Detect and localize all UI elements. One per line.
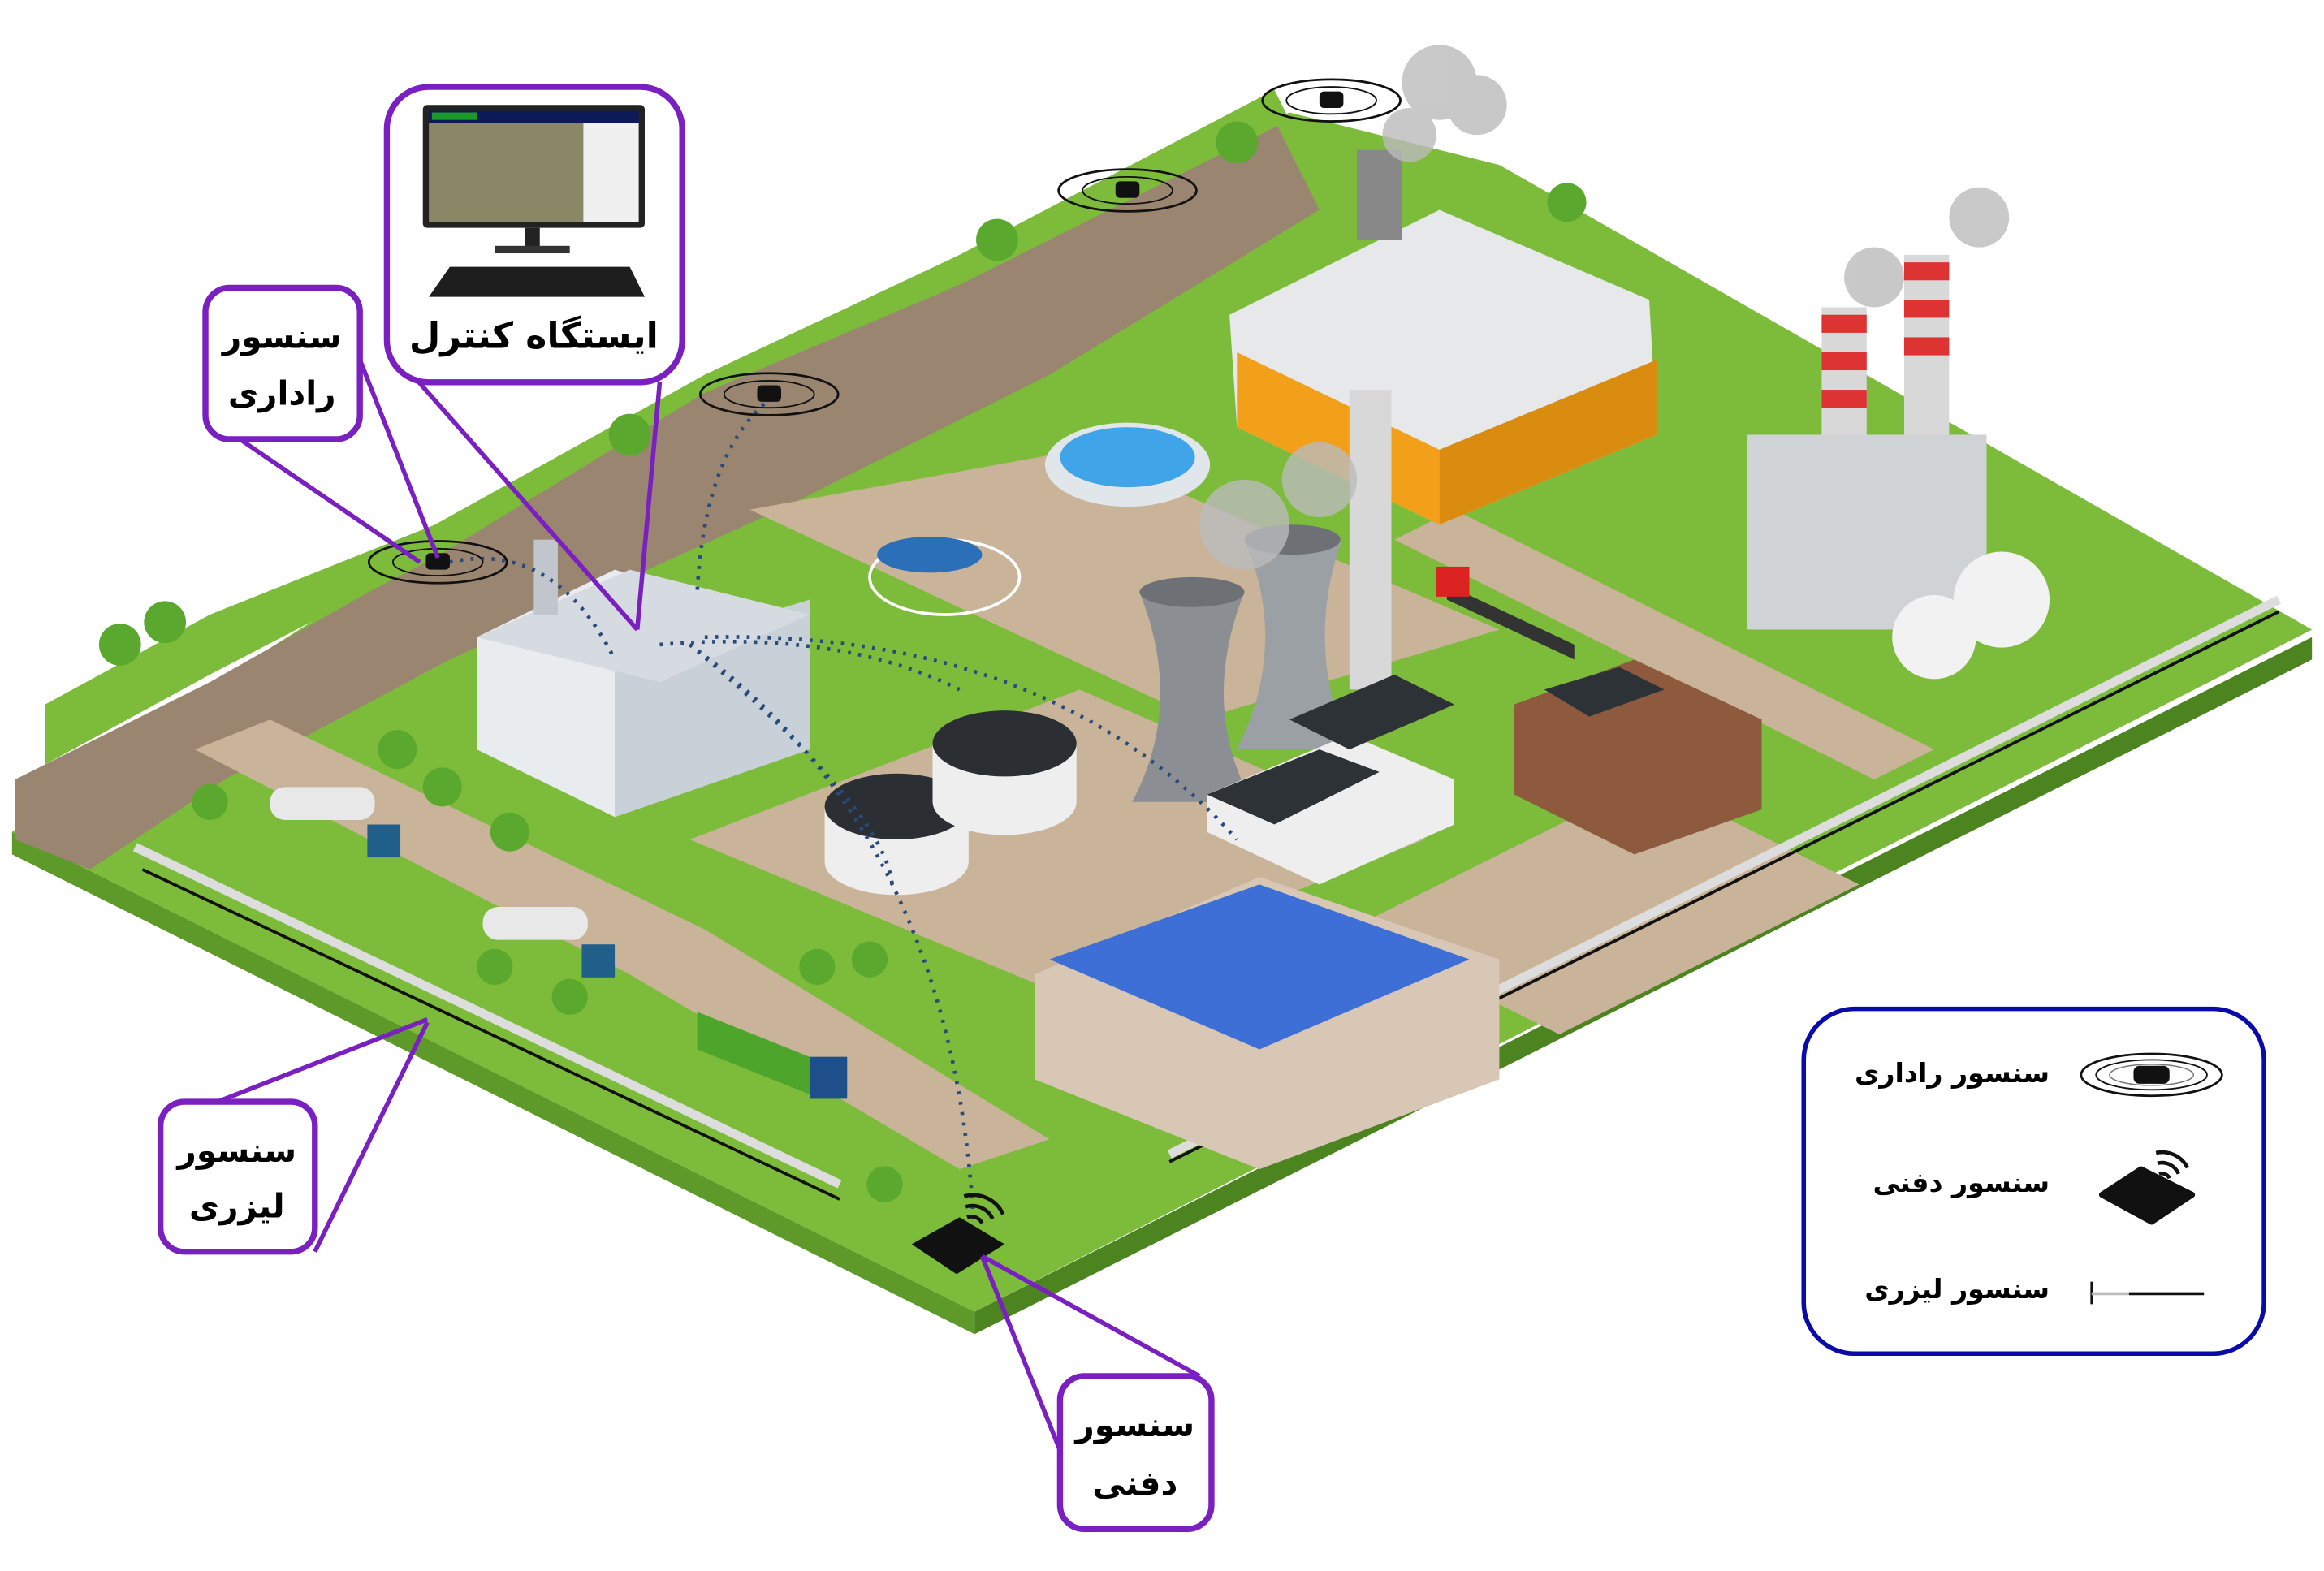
radar-sensor-3	[1057, 168, 1198, 213]
data-links	[449, 395, 1239, 1245]
callout-radar-line2: راداری	[228, 374, 336, 413]
callout-buried-sensor: سنسور دفنی	[1056, 1373, 1215, 1532]
buildings	[98, 45, 2050, 1202]
callout-laser-sensor: سنسور لیزری	[157, 1098, 318, 1255]
radar-sensor-icon	[2080, 1052, 2223, 1098]
radar-sensor-1	[367, 540, 508, 585]
callout-laser-line2: لیزری	[189, 1186, 285, 1225]
control-station-label: ایستگاه کنترل	[409, 314, 659, 356]
callout-pointers	[216, 359, 1201, 1456]
radar-sensor-2	[698, 372, 840, 416]
legend-radar-label: سنسور راداری	[1855, 1057, 2050, 1090]
radar-sensor-4	[1261, 78, 1402, 123]
callout-buried-line1: سنسور	[1073, 1405, 1194, 1444]
legend: سنسور راداری سنسور دفنی سنسور لیزری	[1801, 1006, 2266, 1357]
callout-radar-line1: سنسور	[221, 317, 342, 356]
legend-buried-label: سنسور دفنی	[1873, 1167, 2050, 1199]
keyboard-icon	[429, 266, 646, 297]
callout-radar-sensor: سنسور راداری	[202, 284, 363, 442]
callout-control-station: ایستگاه کنترل	[383, 84, 685, 386]
callout-laser-line1: سنسور	[175, 1131, 296, 1170]
monitor-icon	[422, 105, 646, 254]
buried-sensor	[911, 1193, 1005, 1275]
laser-sensor-icon	[2090, 1281, 2205, 1305]
buried-sensor-icon	[2098, 1150, 2196, 1225]
callout-buried-line2: دفنی	[1092, 1464, 1177, 1503]
legend-laser-label: سنسور لیزری	[1864, 1273, 2050, 1306]
